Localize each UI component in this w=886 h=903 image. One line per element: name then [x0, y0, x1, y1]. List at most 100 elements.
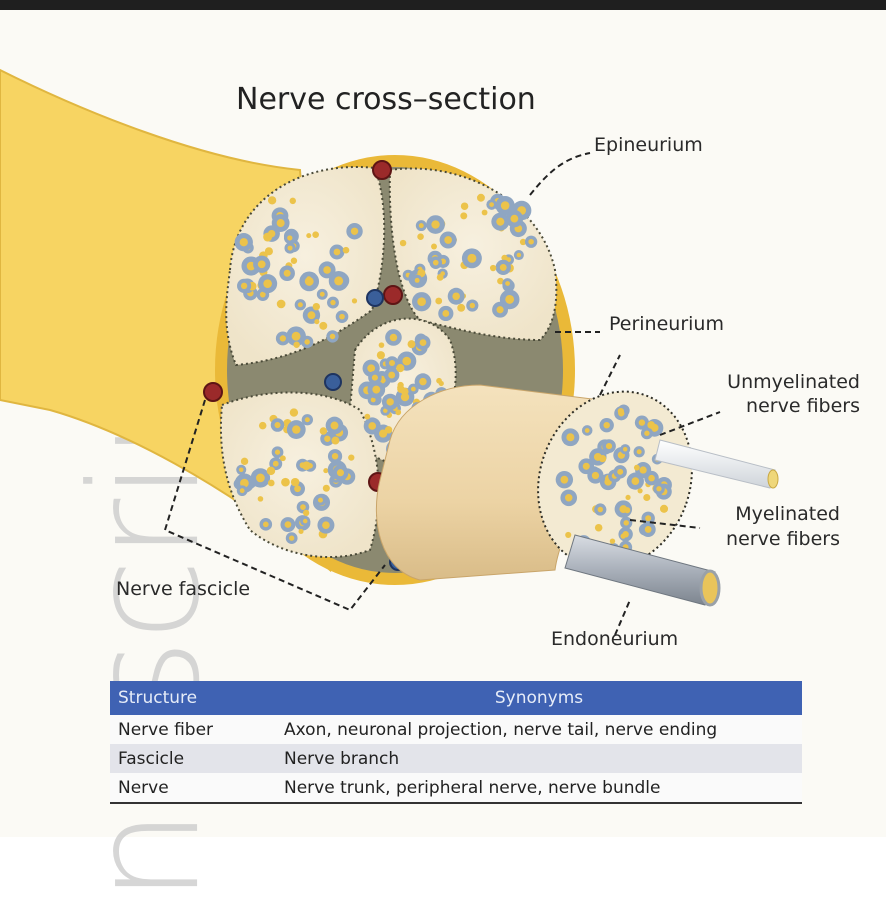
synonyms-table: Structure Synonyms Nerve fiber Axon, neu…: [110, 681, 802, 804]
unmyelinated-fiber: [280, 455, 286, 461]
axon-core: [528, 239, 534, 245]
unmyelinated-fiber: [314, 319, 319, 324]
axon-core: [411, 387, 416, 392]
axon-core: [332, 453, 338, 459]
axon-core: [275, 450, 280, 455]
unmyelinated-fiber: [258, 496, 264, 502]
vein: [325, 374, 341, 390]
axon-core: [330, 334, 336, 340]
unmyelinated-fiber: [291, 258, 297, 264]
unmyelinated-fiber: [461, 202, 469, 210]
table-row: Fascicle Nerve branch: [110, 744, 802, 773]
cell-structure: Fascicle: [110, 744, 276, 773]
unmyelinated-fiber: [343, 247, 350, 254]
axon-core: [273, 461, 279, 467]
leader-perineurium-tube: [600, 355, 620, 395]
unmyelinated-fiber: [599, 455, 606, 462]
axon-core: [656, 486, 661, 491]
axon-core: [431, 220, 439, 228]
label-unmyelinated-line1: Unmyelinated: [710, 371, 860, 393]
header-synonyms: Synonyms: [276, 681, 802, 715]
axon-core: [585, 428, 590, 433]
unmyelinated-fiber: [379, 342, 385, 348]
axon-core: [285, 521, 292, 528]
unmyelinated-fiber: [306, 233, 311, 238]
top-rule: [0, 0, 886, 10]
unmyelinated-fiber: [395, 409, 401, 415]
unmyelinated-fiber: [281, 478, 290, 487]
unmyelinated-fiber: [431, 244, 437, 250]
artery: [373, 161, 391, 179]
axon-core: [603, 422, 609, 428]
axon-core: [566, 433, 574, 441]
table-header-row: Structure Synonyms: [110, 681, 802, 715]
axon-core: [402, 357, 411, 366]
axon-core: [419, 378, 426, 385]
unmyelinated-fiber: [618, 408, 624, 414]
axon-core: [289, 535, 294, 540]
unmyelinated-fiber: [302, 461, 311, 470]
axon-core: [517, 253, 522, 258]
axon-core: [256, 474, 265, 483]
unmyelinated-fiber: [624, 507, 630, 513]
unmyelinated-fiber: [595, 524, 603, 532]
unmyelinated-fiber: [439, 381, 444, 386]
axon-core: [368, 422, 376, 430]
diagram-title: Nerve cross–section: [236, 82, 536, 117]
axon-core: [331, 422, 339, 430]
unmyelinated-fiber: [319, 322, 327, 330]
unmyelinated-fiber: [457, 304, 465, 312]
label-myelinated-line2: nerve fibers: [690, 528, 840, 550]
axon-core: [274, 422, 280, 428]
table-row: Nerve Nerve trunk, peripheral nerve, ner…: [110, 773, 802, 803]
axon-core: [372, 375, 378, 381]
axon-core: [263, 521, 269, 527]
label-epineurium: Epineurium: [594, 134, 703, 156]
axon-core: [330, 300, 335, 305]
unmyelinated-fiber: [417, 233, 424, 240]
axon-core: [351, 228, 358, 235]
axon-core: [305, 417, 310, 422]
unmyelinated-fiber: [634, 465, 640, 471]
unmyelinated-fiber: [377, 351, 385, 359]
axon-core: [280, 335, 286, 341]
axon-core: [467, 254, 476, 263]
unmyelinated-fiber: [293, 342, 299, 348]
axon-core: [258, 260, 266, 268]
axon-core: [324, 436, 330, 442]
unmyelinated-fiber: [397, 385, 404, 392]
axon-core: [489, 202, 494, 207]
label-myelinated-line1: Myelinated: [690, 503, 840, 525]
axon-core: [470, 303, 475, 308]
vein: [367, 290, 383, 306]
unmyelinated-fiber: [348, 454, 354, 460]
axon-core: [239, 468, 244, 473]
unmyelinated-fiber: [306, 276, 311, 281]
axon-core: [292, 332, 301, 341]
unmyelinated-fiber: [323, 468, 328, 473]
unmyelinated-fiber: [313, 303, 320, 310]
axon-core: [640, 466, 647, 473]
unmyelinated-fiber: [621, 534, 626, 539]
label-endoneurium: Endoneurium: [551, 628, 678, 650]
axon-core: [240, 238, 248, 246]
label-fascicle: Nerve fascicle: [116, 578, 250, 600]
unmyelinated-fiber: [352, 298, 357, 303]
axon-core: [303, 519, 308, 524]
axon-core: [277, 219, 285, 227]
unmyelinated-fiber: [320, 427, 327, 434]
unmyelinated-fiber: [625, 495, 630, 500]
axon-core: [639, 419, 645, 425]
axon-core: [390, 334, 397, 341]
cell-structure: Nerve fiber: [110, 715, 276, 744]
axon-core: [419, 223, 424, 228]
artery: [384, 286, 402, 304]
axon-core: [263, 279, 272, 288]
axon-core: [287, 235, 292, 240]
axon-core: [592, 472, 599, 479]
axon-core: [388, 372, 395, 379]
axon-core: [645, 515, 651, 521]
axon-core: [386, 398, 393, 405]
cell-synonyms: Nerve trunk, peripheral nerve, nerve bun…: [276, 773, 802, 803]
axon-core: [294, 485, 301, 492]
